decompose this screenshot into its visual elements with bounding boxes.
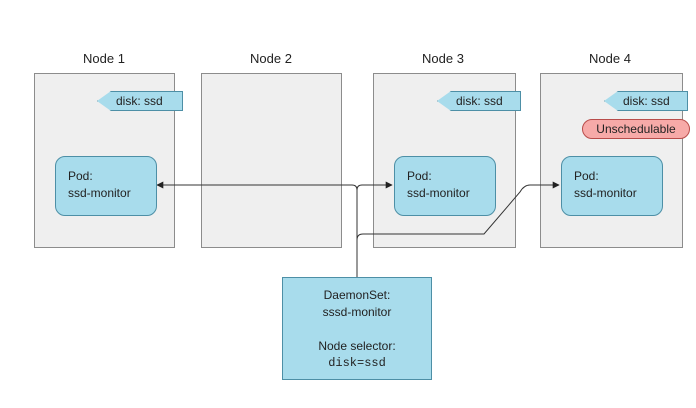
- node-1-title: Node 1: [83, 51, 125, 66]
- daemonset-box: DaemonSet: sssd-monitor Node selector: d…: [282, 277, 432, 380]
- wire-to-node3: [356, 181, 393, 191]
- wire-to-node4: [356, 181, 560, 241]
- node-selector-value: disk=ssd: [328, 356, 386, 370]
- daemonset-name: sssd-monitor: [322, 305, 392, 319]
- pod-label: Pod:: [68, 169, 93, 183]
- pod-label: Pod:: [574, 169, 599, 183]
- daemonset-label: DaemonSet:: [323, 288, 391, 302]
- node-1-disk-label: disk: ssd: [97, 91, 183, 111]
- node-4-title: Node 4: [589, 51, 631, 66]
- node-1-pod: Pod: ssd-monitor: [55, 156, 157, 216]
- pod-name: ssd-monitor: [574, 186, 637, 200]
- node-2-title: Node 2: [250, 51, 292, 66]
- node-3-pod: Pod: ssd-monitor: [394, 156, 496, 216]
- pod-name: ssd-monitor: [68, 186, 131, 200]
- node-2-box: [201, 73, 342, 248]
- wire-to-node1: [156, 181, 358, 277]
- node-3-disk-label: disk: ssd: [437, 91, 521, 111]
- node-selector-label: Node selector:: [318, 339, 396, 353]
- node-4-disk-label: disk: ssd: [604, 91, 688, 111]
- node-3-title: Node 3: [422, 51, 464, 66]
- node-4-pod: Pod: ssd-monitor: [561, 156, 663, 216]
- pod-label: Pod:: [407, 169, 432, 183]
- pod-name: ssd-monitor: [407, 186, 470, 200]
- unschedulable-badge: Unschedulable: [582, 119, 690, 139]
